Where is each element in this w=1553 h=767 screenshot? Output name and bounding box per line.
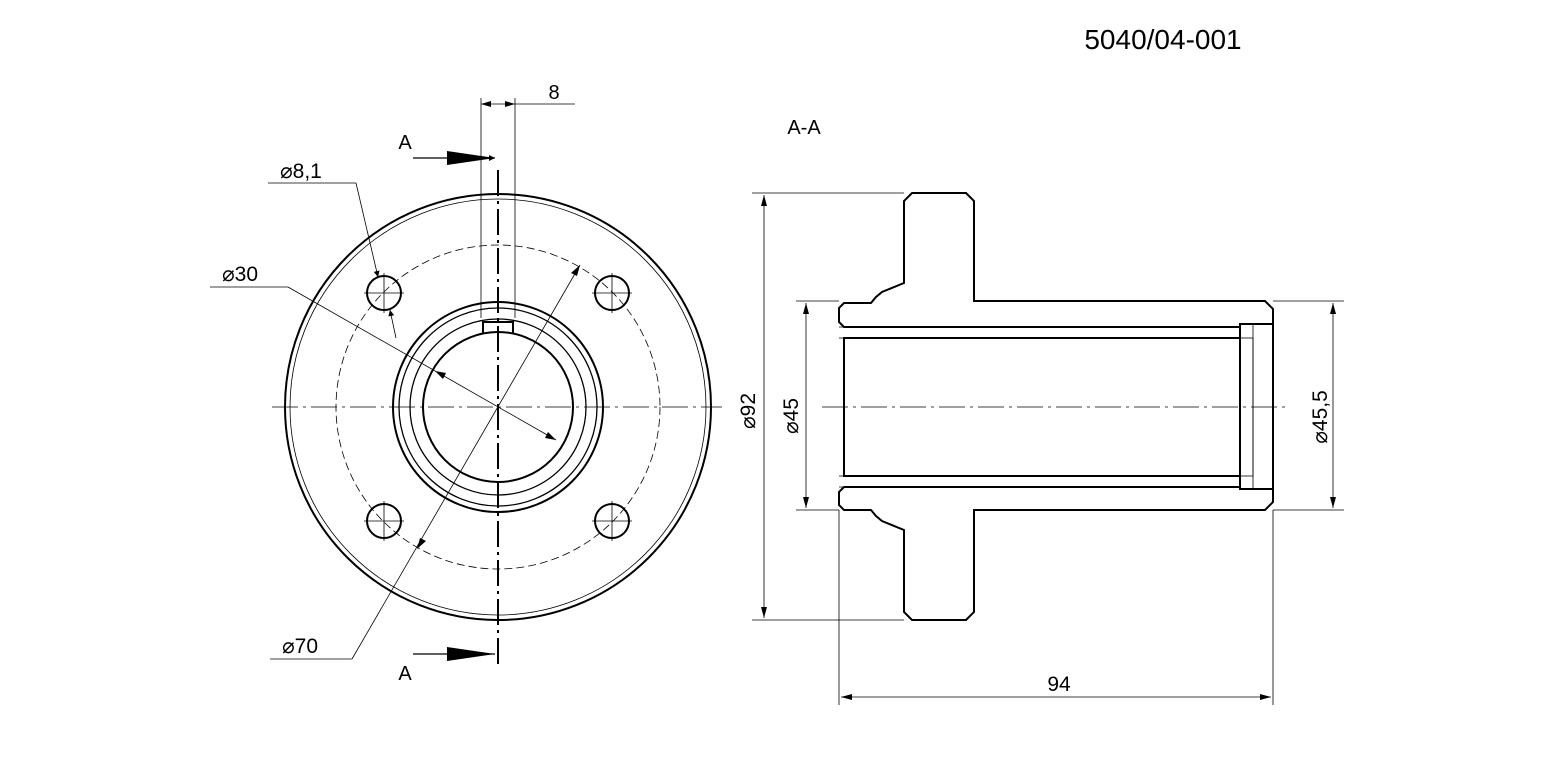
section-lower-wall: [838, 486, 1274, 621]
mounting-hole: [364, 501, 404, 541]
section-upper-wall: [838, 192, 1274, 328]
bolt-circle-dimension-label: ⌀70: [282, 635, 318, 658]
drawing-number: 5040/04-001: [1084, 24, 1241, 55]
section-counterbore: [1239, 323, 1274, 490]
front-view: A A 8 ⌀8,1 ⌀30 ⌀70: [210, 82, 722, 685]
keyway: [482, 321, 514, 334]
bore-dim-line: [287, 286, 557, 441]
section-view-title: A-A: [787, 117, 821, 139]
flange-dimension-label: ⌀92: [737, 393, 760, 429]
bore-dimension-label: ⌀30: [222, 263, 258, 286]
hole-dim-leader: [355, 182, 380, 278]
section-arrowhead-top: [447, 151, 495, 165]
section-label-top: A: [398, 132, 412, 154]
section-bore-dimension-label: ⌀45,5: [1309, 390, 1332, 444]
hole-dimension-label: ⌀8,1: [280, 160, 322, 183]
keyway-dimension-label: 8: [548, 82, 559, 104]
mounting-hole: [592, 501, 632, 541]
bolt-circle-dim-line: [351, 264, 581, 660]
mounting-hole: [364, 273, 404, 313]
body-dimension-label: ⌀45: [780, 398, 803, 434]
section-view: A-A ⌀92 ⌀45: [737, 117, 1344, 705]
mounting-hole: [592, 273, 632, 313]
length-dimension-label: 94: [1047, 673, 1071, 696]
section-arrowhead-bottom: [447, 647, 495, 661]
section-label-bottom: A: [398, 663, 412, 685]
